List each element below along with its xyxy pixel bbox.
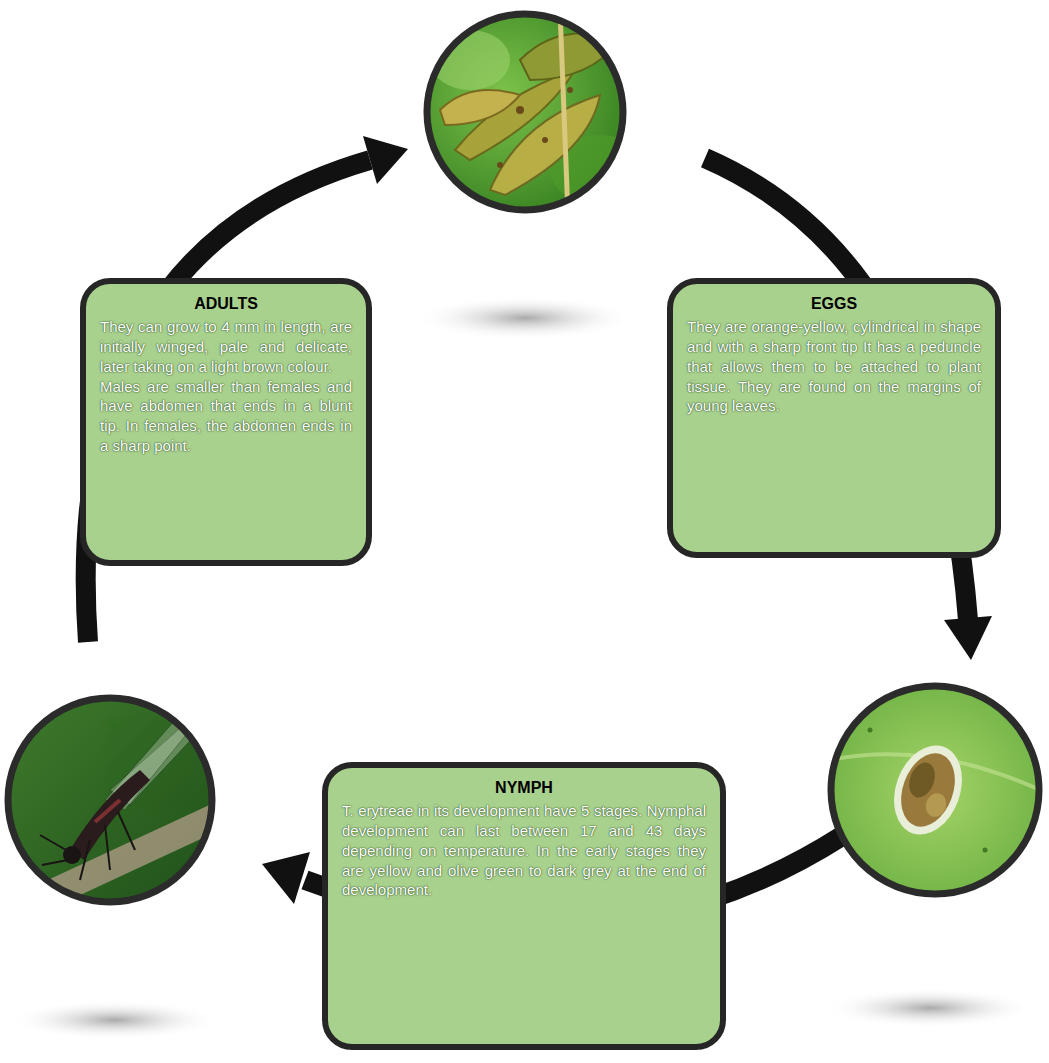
stage-description: Males are smaller than females and have … <box>100 377 352 456</box>
stage-box: EGGS They are orange-yellow, cylindrical … <box>667 278 1001 558</box>
stage-description: They are orange-yellow, cylindrical in s… <box>687 317 981 416</box>
adult-photo <box>5 695 220 930</box>
leaf-photo <box>420 10 650 220</box>
photo-frame <box>8 698 212 902</box>
cycle-arrow <box>86 160 370 642</box>
arrow-head <box>944 616 992 660</box>
drop-shadow <box>10 1000 220 1040</box>
stage-description: T. erytreae in its development have 5 st… <box>342 801 706 900</box>
stage-box: ADULTS They can grow to 4 mm in length, a… <box>80 278 372 566</box>
photo-frame <box>831 686 1039 894</box>
drop-shadow <box>415 296 635 340</box>
stage-heading: EGGS <box>687 294 981 313</box>
egg-photo <box>825 680 1045 900</box>
arrow-head <box>363 136 408 184</box>
drop-shadow <box>825 988 1035 1028</box>
stage-description: They can grow to 4 mm in length, are ini… <box>100 317 352 376</box>
photo-frame <box>427 14 623 210</box>
stage-box: NYMPH T. erytreae in its development have… <box>322 762 726 1050</box>
stage-heading: NYMPH <box>342 778 706 797</box>
arrow-head <box>262 852 310 904</box>
stage-heading: ADULTS <box>100 294 352 313</box>
